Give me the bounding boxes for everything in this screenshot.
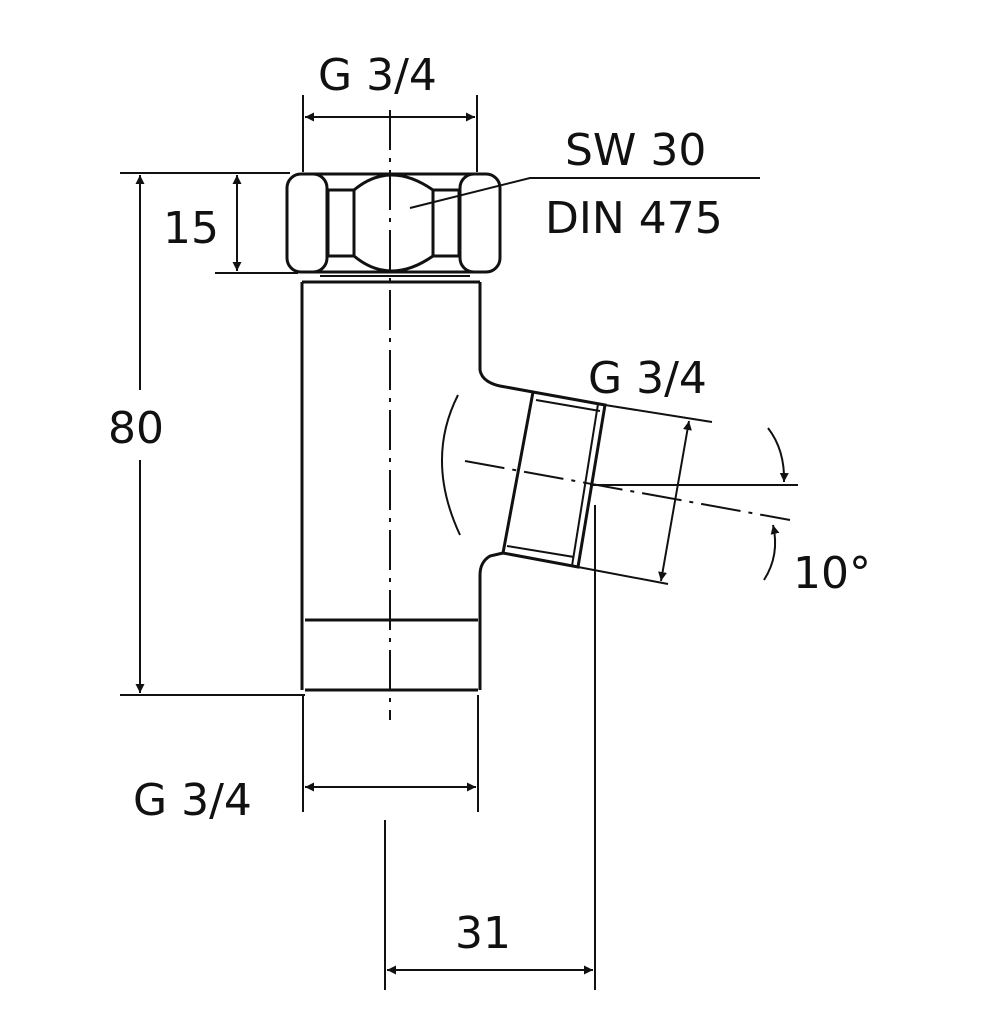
angle-dimension (590, 427, 798, 581)
offset-dimension (384, 505, 596, 990)
angle-label: 10° (793, 548, 871, 599)
top-thread-label: G 3/4 (318, 50, 437, 101)
nut-leader-line (409, 177, 760, 209)
side-thread-dimension (577, 404, 713, 585)
side-outlet (501, 390, 607, 569)
nut-height-label: 15 (163, 203, 219, 254)
nut-standard-label: DIN 475 (545, 193, 723, 244)
height-dimensions (120, 172, 305, 696)
side-thread-label: G 3/4 (588, 353, 707, 404)
hex-nut (285, 172, 502, 277)
bottom-thread-dimension (302, 695, 479, 812)
bottom-thread-label: G 3/4 (133, 775, 252, 826)
total-height-label: 80 (108, 403, 164, 454)
valve-body (300, 280, 534, 692)
offset-label: 31 (455, 908, 511, 959)
top-thread-dimension (302, 95, 478, 172)
outlet-centerline (464, 460, 791, 521)
nut-size-label: SW 30 (565, 125, 706, 176)
